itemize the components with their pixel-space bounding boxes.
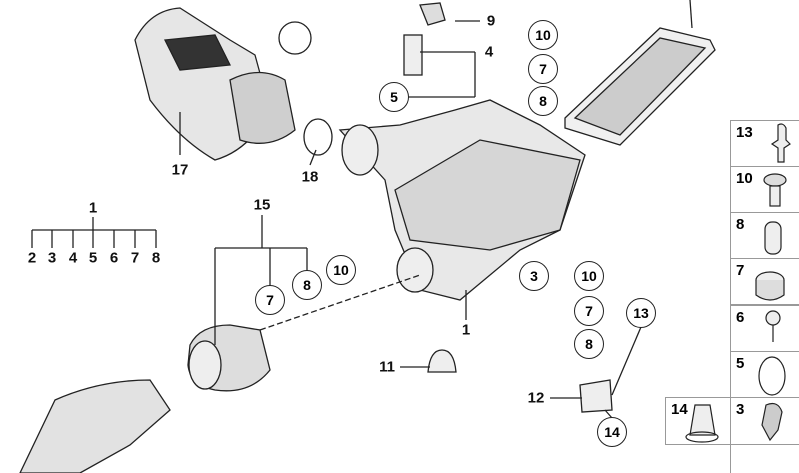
row-label: 8 <box>151 249 161 267</box>
circled-8: 8 <box>292 270 322 300</box>
side-box-14: 14 <box>665 397 731 445</box>
circled-13: 13 <box>626 298 656 328</box>
circled-7: 7 <box>574 296 604 326</box>
callout-17: 17 <box>171 161 189 179</box>
row-label: 6 <box>109 249 119 267</box>
circled-8: 8 <box>574 329 604 359</box>
callout-9: 9 <box>486 12 496 30</box>
circled-10: 10 <box>528 20 558 50</box>
row-label: 3 <box>47 249 57 267</box>
circled-7: 7 <box>528 54 558 84</box>
row-label: 4 <box>68 249 78 267</box>
lower-duct-part <box>19 379 171 473</box>
circled-10: 10 <box>574 261 604 291</box>
callout-4: 4 <box>484 43 494 61</box>
callout-1: 1 <box>461 321 471 339</box>
callout-11: 11 <box>379 358 395 376</box>
row-label: 7 <box>130 249 140 267</box>
cap-part <box>427 349 457 373</box>
callout-15: 15 <box>253 196 271 214</box>
callout-18: 18 <box>301 168 319 186</box>
callout-1: 1 <box>88 199 98 217</box>
circled-14: 14 <box>597 417 627 447</box>
circled-8: 8 <box>528 86 558 116</box>
circled-10: 10 <box>326 255 356 285</box>
side-box-cut <box>730 444 799 473</box>
hose-clamp-part <box>303 118 333 156</box>
row-label: 2 <box>27 249 37 267</box>
hose-clamp-part <box>278 21 312 55</box>
sensor-part <box>403 34 423 76</box>
side-box-7: 7 <box>730 258 799 305</box>
callout-12: 12 <box>527 389 545 407</box>
bracket-part <box>579 379 613 413</box>
circled-5: 5 <box>379 82 409 112</box>
row-label: 5 <box>88 249 98 267</box>
circled-3: 3 <box>519 261 549 291</box>
circled-7: 7 <box>255 285 285 315</box>
